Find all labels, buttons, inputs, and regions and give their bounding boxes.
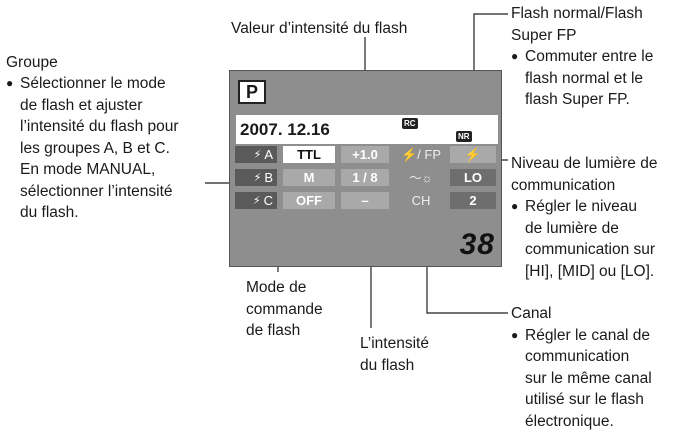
canal-line: communication [525, 348, 630, 365]
canal-line: sur le même canal [525, 369, 652, 387]
flash-fp-label: ⚡/ FP [400, 146, 442, 162]
comm-level-value[interactable]: LO [450, 169, 496, 186]
flash-normal-title: Super FP [511, 26, 577, 44]
group-b[interactable]: ⚡︎B [235, 169, 277, 186]
mode-ttl[interactable]: TTL [283, 146, 335, 163]
remote-flash-icon: ⚡︎ [252, 195, 261, 207]
groupe-line: les groupes A, B et C. [20, 139, 170, 157]
channel-label: CH [411, 193, 431, 208]
lcd-panel: P 2007. 12.16 RC NR ⚡︎A ⚡︎B ⚡︎C TTL M OF… [229, 70, 502, 267]
shooting-mode: P [238, 80, 266, 104]
groupe-line: du flash. [20, 204, 79, 221]
rc-badge: RC [402, 118, 418, 129]
remote-flash-icon: ⚡︎ [253, 172, 262, 184]
niveau-line: [HI], [MID] ou [LO]. [525, 262, 655, 280]
groupe-line: de flash et ajuster [20, 96, 143, 114]
mode-commande-line: Mode de [246, 279, 307, 296]
groupe-description: Sélectionner le mode de flash et ajuster… [6, 73, 211, 224]
niveau-line: de lumière de [525, 219, 619, 237]
flash-normal-line: Commuter entre le [511, 46, 681, 68]
canal-title: Canal [511, 305, 552, 322]
value-b[interactable]: 1 / 8 [341, 169, 389, 186]
flash-normal-line: flash Super FP. [525, 91, 630, 108]
niveau-title: Niveau de lumière de [511, 155, 658, 172]
canal-annotation: Canal Régler le canal de communication s… [511, 303, 681, 432]
group-a[interactable]: ⚡︎A [235, 146, 277, 163]
intensite-line: du flash [360, 356, 415, 374]
mode-off[interactable]: OFF [283, 192, 335, 209]
channel-value[interactable]: 2 [450, 192, 496, 209]
niveau-line: Régler le niveau [511, 196, 681, 218]
niveau-title: communication [511, 176, 616, 194]
remaining-shots: 38 [459, 228, 495, 261]
flash-fp-value[interactable]: ⚡ [450, 146, 496, 163]
niveau-line: communication sur [525, 241, 656, 258]
canal-line: Régler le canal de [511, 325, 681, 347]
mode-commande-line: de flash [246, 322, 301, 339]
groupe-line: l’intensité du flash pour [20, 118, 179, 135]
flash-normal-line: flash normal et le [525, 69, 644, 87]
intensite-label: L’intensité du flash [360, 333, 429, 376]
nr-badge: NR [456, 131, 472, 142]
group-c[interactable]: ⚡︎C [235, 192, 277, 209]
remote-flash-icon: ⚡︎ [253, 149, 262, 161]
value-a[interactable]: +1.0 [341, 146, 389, 163]
mode-commande-label: Mode de commande de flash [246, 277, 323, 342]
comm-light-icon: 〜☼ [409, 171, 433, 185]
intensite-line: L’intensité [360, 335, 429, 352]
date-display: 2007. 12.16 [240, 120, 330, 139]
mode-m[interactable]: M [283, 169, 335, 186]
value-c[interactable]: – [341, 192, 389, 209]
canal-line: électronique. [525, 412, 614, 430]
groupe-line: sélectionner l’intensité [20, 182, 173, 200]
mode-commande-line: commande [246, 300, 323, 318]
flash-normal-title: Flash normal/Flash [511, 5, 643, 22]
groupe-line: Sélectionner le mode [6, 73, 211, 95]
date-band: 2007. 12.16 RC NR [236, 115, 498, 144]
niveau-annotation: Niveau de lumière de communication Régle… [511, 153, 681, 282]
valeur-label: Valeur d’intensité du flash [231, 20, 408, 37]
flash-normal-annotation: Flash normal/Flash Super FP Commuter ent… [511, 3, 681, 111]
groupe-line: En mode MANUAL, [20, 161, 156, 178]
canal-line: utilisé sur le flash [525, 391, 644, 408]
groupe-title: Groupe [6, 54, 58, 71]
